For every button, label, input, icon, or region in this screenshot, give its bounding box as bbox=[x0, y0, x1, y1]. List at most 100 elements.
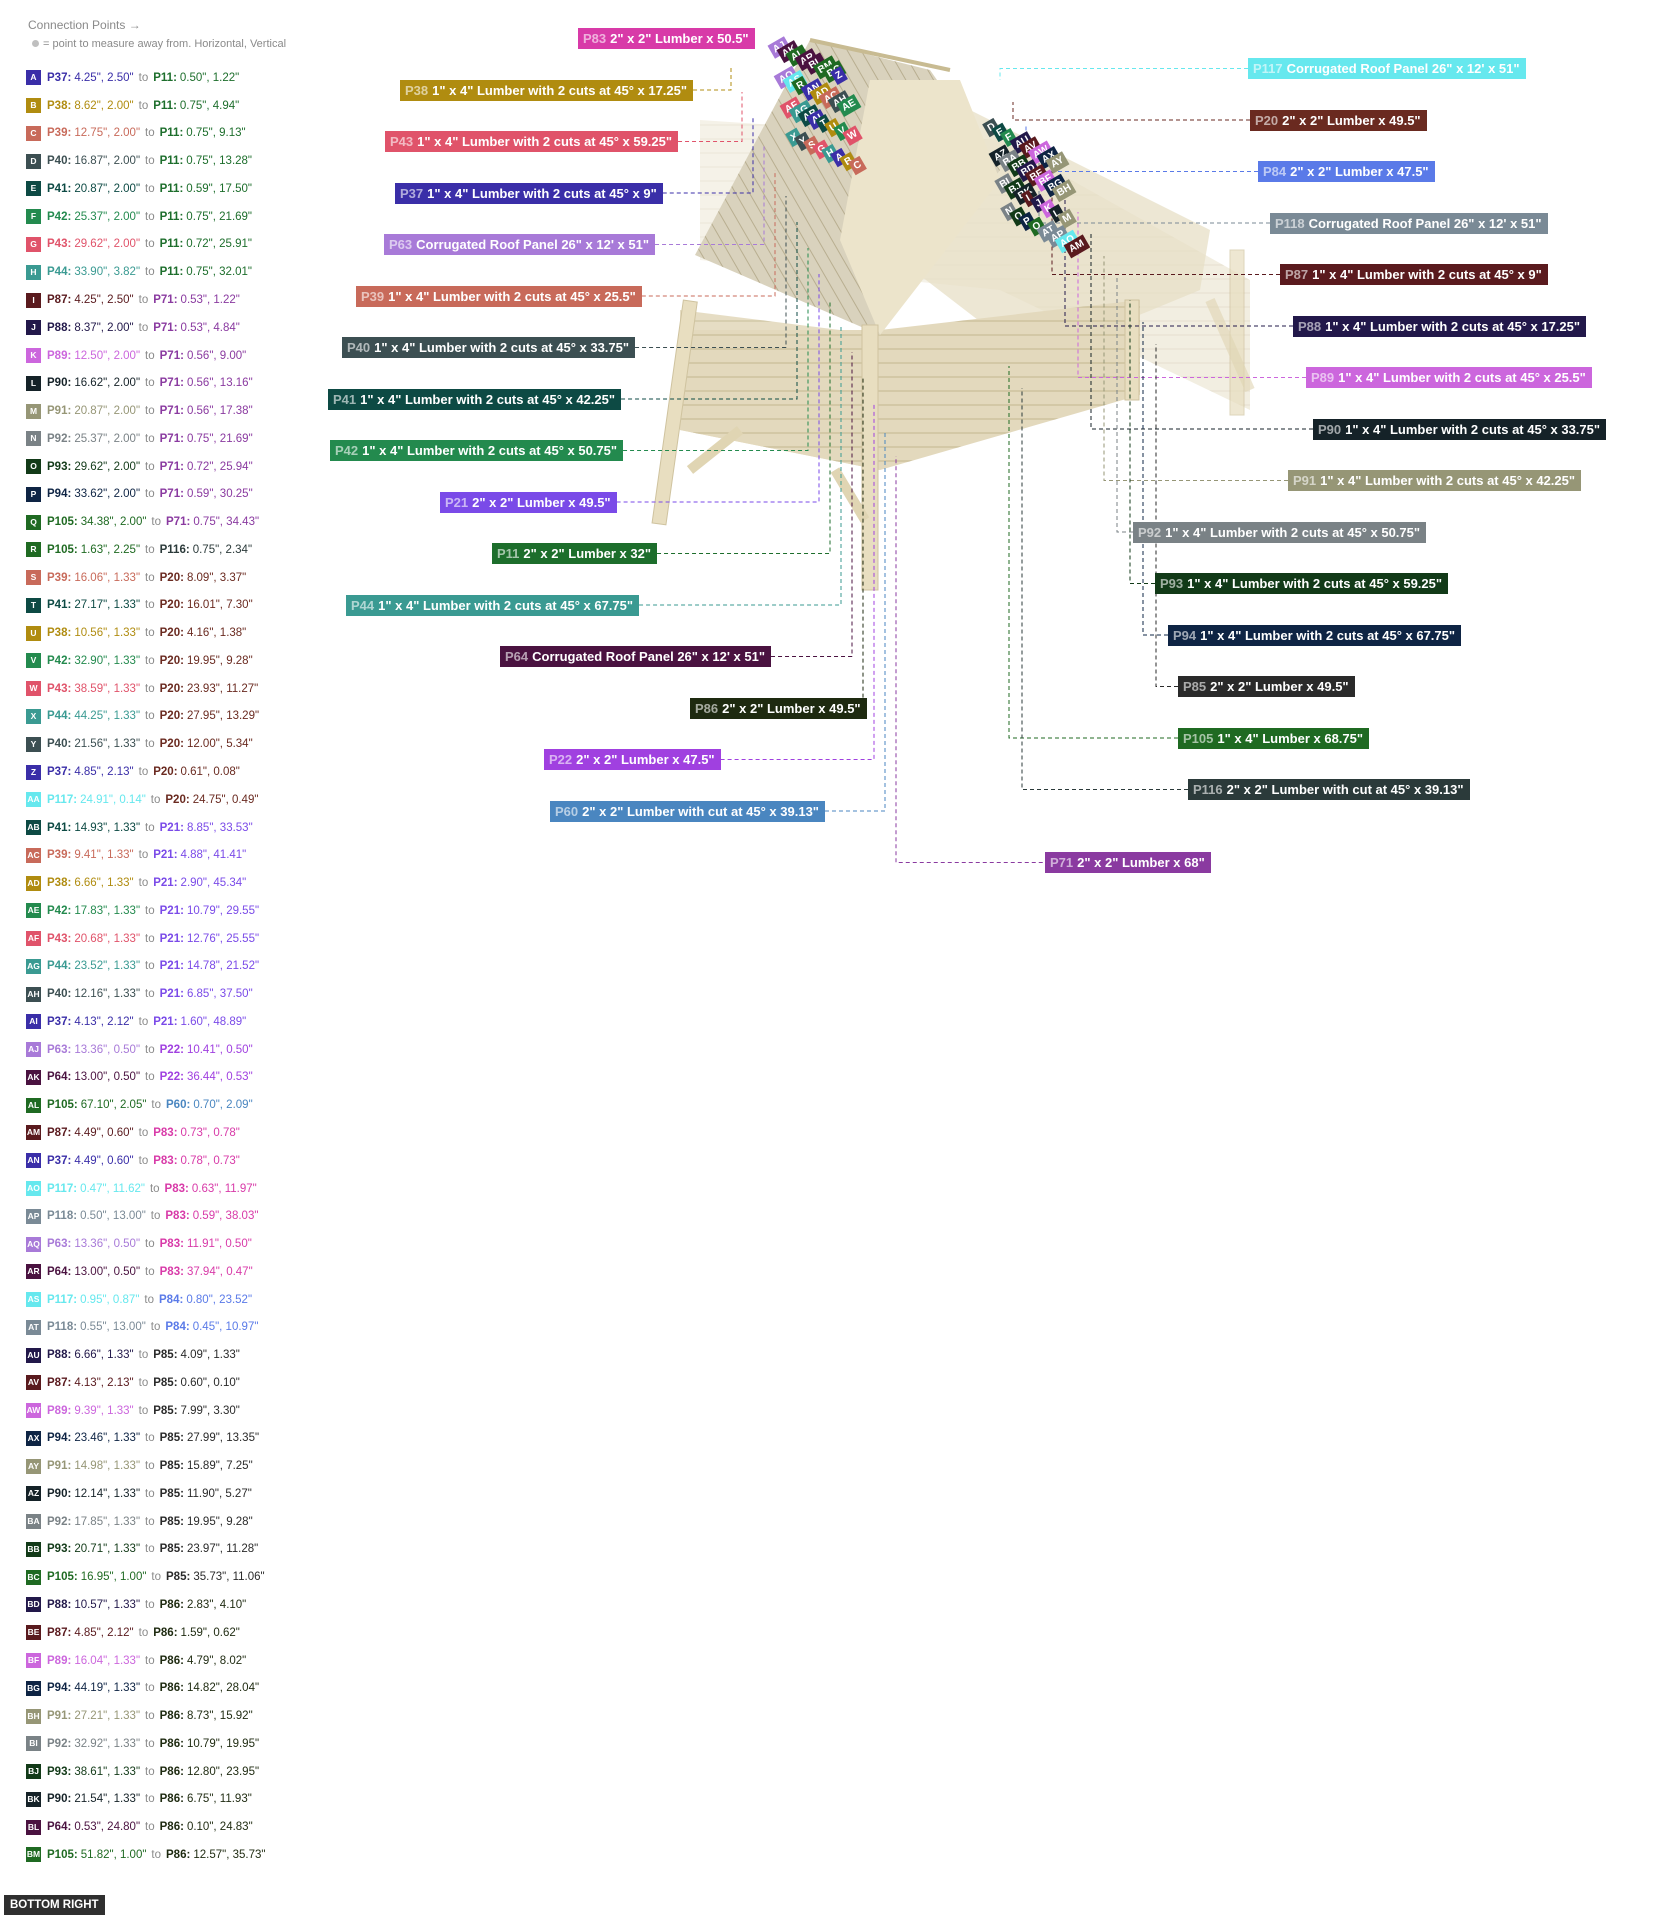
part-b-value: 6.85", 37.50" bbox=[186, 988, 253, 1001]
connection-code-badge: BC bbox=[26, 1569, 41, 1585]
part-a-colon: : bbox=[67, 1015, 72, 1028]
to-word: to bbox=[150, 793, 161, 806]
to-word: to bbox=[145, 1710, 155, 1723]
part-b-value: 12.00", 5.34" bbox=[186, 738, 253, 751]
part-b-id: P11 bbox=[159, 155, 180, 168]
part-a-id: P41 bbox=[47, 599, 68, 612]
part-b-id: P20 bbox=[159, 738, 181, 751]
part-description: 1" x 4" Lumber with 2 cuts at 45° x 33.7… bbox=[1345, 421, 1601, 437]
part-b-colon: : bbox=[180, 682, 184, 695]
connection-code-badge: I bbox=[26, 292, 41, 308]
connection-code-badge: AU bbox=[26, 1347, 41, 1363]
part-b-colon: : bbox=[180, 377, 184, 390]
to-word: to bbox=[145, 1654, 155, 1667]
to-word: to bbox=[145, 821, 155, 834]
part-b-colon: : bbox=[180, 710, 184, 723]
part-a-id: P63 bbox=[47, 1043, 68, 1056]
part-b-id: P86 bbox=[159, 1793, 181, 1806]
part-b-colon: : bbox=[179, 182, 184, 195]
part-b-value: 0.61", 0.08" bbox=[180, 766, 240, 779]
part-a-value: 14.93", 1.33" bbox=[74, 821, 141, 834]
part-b-value: 4.16", 1.38" bbox=[186, 627, 247, 640]
to-word: to bbox=[145, 405, 155, 418]
connection-code-badge: AI bbox=[26, 1014, 41, 1030]
part-a-value: 12.75", 2.00" bbox=[74, 127, 141, 140]
part-b-value: 2.90", 45.34" bbox=[180, 877, 247, 890]
leader-line bbox=[771, 352, 853, 657]
part-a-value: 13.36", 0.50" bbox=[74, 1238, 141, 1251]
part-a-value: 17.83", 1.33" bbox=[74, 904, 141, 917]
part-b-value: 0.63", 11.97" bbox=[191, 1182, 257, 1195]
to-word: to bbox=[145, 1071, 155, 1084]
connection-code-badge: W bbox=[26, 681, 41, 697]
part-description: 2" x 2" Lumber with cut at 45° x 39.13" bbox=[582, 803, 819, 819]
leader-line bbox=[1077, 212, 1306, 378]
bottom-right-button[interactable]: BOTTOM RIGHT bbox=[4, 1895, 105, 1915]
part-b-id: P71 bbox=[159, 405, 181, 418]
part-b-id: P21 bbox=[159, 932, 181, 945]
part-b-colon: : bbox=[179, 1293, 184, 1306]
part-b-value: 23.93", 11.27" bbox=[186, 682, 259, 695]
part-a-colon: : bbox=[67, 432, 72, 445]
to-word: to bbox=[145, 904, 155, 917]
to-word: to bbox=[145, 182, 155, 195]
part-b-id: P20 bbox=[165, 793, 186, 806]
part-a-id: P40 bbox=[47, 988, 68, 1001]
part-b-value: 0.56", 9.00" bbox=[186, 349, 247, 362]
point-dot-icon bbox=[32, 40, 39, 47]
connection-code-badge: BK bbox=[26, 1791, 41, 1807]
part-a-id: P105 bbox=[47, 1099, 74, 1112]
leader-line bbox=[1142, 322, 1168, 636]
part-a-value: 38.59", 1.33" bbox=[74, 682, 141, 695]
part-id: P90 bbox=[1318, 421, 1342, 437]
connection-code-badge: AZ bbox=[26, 1486, 41, 1502]
connection-code-badge: L bbox=[26, 375, 41, 391]
part-description: 1" x 4" Lumber with 2 cuts at 45° x 42.2… bbox=[360, 391, 616, 407]
part-a-id: P105 bbox=[47, 543, 74, 556]
part-b-value: 8.85", 33.53" bbox=[186, 821, 253, 834]
part-b-value: 7.99", 3.30" bbox=[180, 1404, 240, 1417]
to-word: to bbox=[138, 1154, 149, 1167]
part-description: 1" x 4" Lumber with 2 cuts at 45° x 50.7… bbox=[1165, 524, 1421, 540]
part-b-id: P83 bbox=[159, 1265, 181, 1278]
part-a-value: 38.61", 1.33" bbox=[74, 1765, 141, 1778]
connection-code-badge: AT bbox=[26, 1319, 41, 1335]
